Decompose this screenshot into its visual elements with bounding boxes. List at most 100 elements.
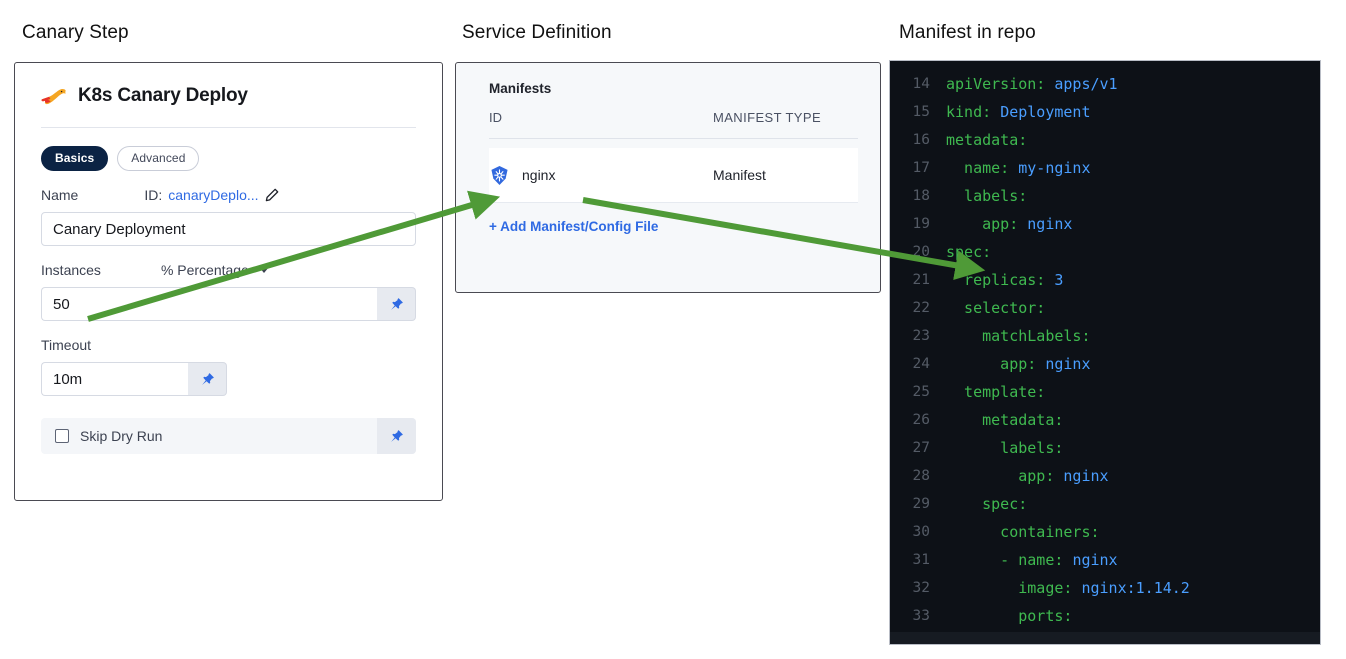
code-key: image:: [946, 579, 1082, 597]
code-line: 23 matchLabels:: [890, 322, 1320, 350]
code-key: metadata:: [946, 131, 1028, 149]
name-input[interactable]: Canary Deployment: [41, 212, 416, 246]
code-key: spec:: [946, 495, 1028, 513]
code-text: app: nginx: [946, 355, 1091, 373]
code-text: matchLabels:: [946, 327, 1091, 345]
code-value: Deployment: [1000, 103, 1091, 121]
name-label: Name: [41, 187, 79, 203]
manifest-id-value: nginx: [522, 167, 556, 183]
code-text: metadata:: [946, 131, 1027, 149]
table-row[interactable]: nginx Manifest: [489, 148, 858, 203]
code-key: - name:: [946, 551, 1073, 569]
name-field-group: Name ID: canaryDeplo... Canary Deploymen…: [41, 185, 416, 246]
pin-icon: [201, 372, 214, 385]
code-text: labels:: [946, 187, 1027, 205]
column-header-id: ID: [489, 110, 502, 125]
card-title: K8s Canary Deploy: [78, 85, 248, 106]
instances-pin-button[interactable]: [377, 287, 416, 321]
code-value: nginx: [1045, 355, 1091, 373]
line-number: 23: [912, 328, 930, 344]
code-value: nginx: [1063, 467, 1109, 485]
tab-advanced[interactable]: Advanced: [117, 146, 200, 171]
pencil-icon[interactable]: [265, 188, 279, 202]
code-text: labels:: [946, 439, 1063, 457]
line-number: 25: [912, 384, 930, 400]
code-key: matchLabels:: [946, 327, 1091, 345]
add-manifest-config-file-link[interactable]: + Add Manifest/Config File: [489, 219, 659, 234]
instances-unit-select[interactable]: % Percentage: [161, 262, 269, 278]
code-line: 18 labels:: [890, 182, 1320, 210]
line-number: 22: [912, 300, 930, 316]
line-number: 18: [912, 188, 930, 204]
code-key: metadata:: [946, 411, 1064, 429]
canary-bird-icon: [41, 89, 66, 105]
pin-icon: [390, 297, 403, 310]
code-text: image: nginx:1.14.2: [946, 579, 1190, 597]
code-key: template:: [946, 383, 1046, 401]
line-number: 16: [912, 132, 930, 148]
line-number: 19: [912, 216, 930, 232]
line-number: 32: [912, 580, 930, 596]
line-number: 26: [912, 412, 930, 428]
code-line: 19 app: nginx: [890, 210, 1320, 238]
tab-list: Basics Advanced: [41, 146, 416, 171]
code-text: apiVersion: apps/v1: [946, 75, 1118, 93]
manifests-table-header: ID MANIFEST TYPE: [489, 110, 858, 139]
id-value[interactable]: canaryDeplo...: [168, 187, 259, 203]
skip-dry-run-pin-button[interactable]: [377, 418, 416, 454]
line-number: 30: [912, 524, 930, 540]
code-line: 31 - name: nginx: [890, 546, 1320, 574]
timeout-field-group: Timeout 10m: [41, 335, 416, 396]
line-number: 29: [912, 496, 930, 512]
code-key: selector:: [946, 299, 1046, 317]
instances-input[interactable]: 50: [41, 287, 377, 321]
line-number: 27: [912, 440, 930, 456]
code-value: apps/v1: [1054, 75, 1118, 93]
skip-dry-run-checkbox[interactable]: [55, 429, 69, 443]
code-value: nginx: [1072, 551, 1118, 569]
code-text: - name: nginx: [946, 551, 1118, 569]
line-number: 31: [912, 552, 930, 568]
code-key: labels:: [946, 439, 1064, 457]
code-key: app:: [946, 355, 1046, 373]
code-key: app:: [946, 467, 1064, 485]
code-text: ports:: [946, 607, 1072, 625]
line-number: 17: [912, 160, 930, 176]
code-value: 3: [1054, 271, 1064, 289]
code-line: 16 metadata:: [890, 126, 1320, 154]
caption-service-definition: Service Definition: [462, 22, 612, 43]
code-key: spec:: [946, 243, 992, 261]
instances-field-group: Instances % Percentage 50: [41, 260, 416, 321]
code-text: metadata:: [946, 411, 1063, 429]
code-key: app:: [946, 215, 1028, 233]
code-key: apiVersion:: [946, 75, 1055, 93]
cell-manifest-id: nginx: [489, 165, 713, 186]
kubernetes-icon: [491, 165, 508, 185]
timeout-input[interactable]: 10m: [41, 362, 188, 396]
step-id-row: ID: canaryDeplo...: [144, 187, 278, 203]
line-number: 15: [912, 104, 930, 120]
code-text: app: nginx: [946, 467, 1109, 485]
instances-unit-label: % Percentage: [160, 262, 249, 278]
code-line: 27 labels:: [890, 434, 1320, 462]
code-text: spec:: [946, 243, 991, 261]
code-value: nginx:1.14.2: [1081, 579, 1190, 597]
code-line: 17 name: my-nginx: [890, 154, 1320, 182]
code-text: replicas: 3: [946, 271, 1063, 289]
code-line: 33 ports:: [890, 602, 1320, 630]
tab-basics[interactable]: Basics: [41, 146, 109, 171]
horizontal-scrollbar[interactable]: [890, 632, 1320, 644]
code-line: 22 selector:: [890, 294, 1320, 322]
manifests-title: Manifests: [489, 81, 552, 96]
line-number: 28: [912, 468, 930, 484]
code-line: 30 containers:: [890, 518, 1320, 546]
code-line: 21 replicas: 3: [890, 266, 1320, 294]
timeout-pin-button[interactable]: [188, 362, 227, 396]
card-header: K8s Canary Deploy: [41, 85, 416, 109]
column-header-manifest-type: MANIFEST TYPE: [713, 110, 822, 125]
